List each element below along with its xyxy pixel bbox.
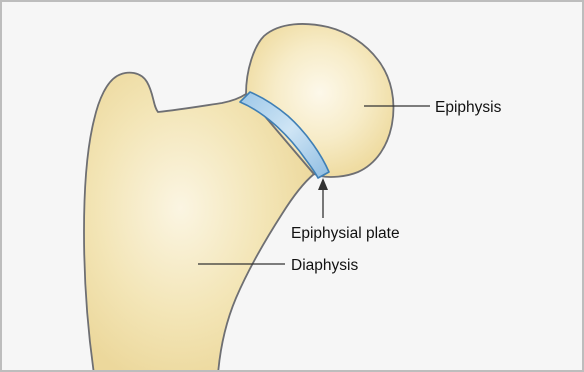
epiphysial-plate-arrow-head [318, 178, 328, 190]
diaphysis-label: Diaphysis [291, 257, 358, 274]
epiphysis-label: Epiphysis [435, 99, 502, 116]
epiphysial-plate-label: Epiphysial plate [291, 225, 400, 242]
